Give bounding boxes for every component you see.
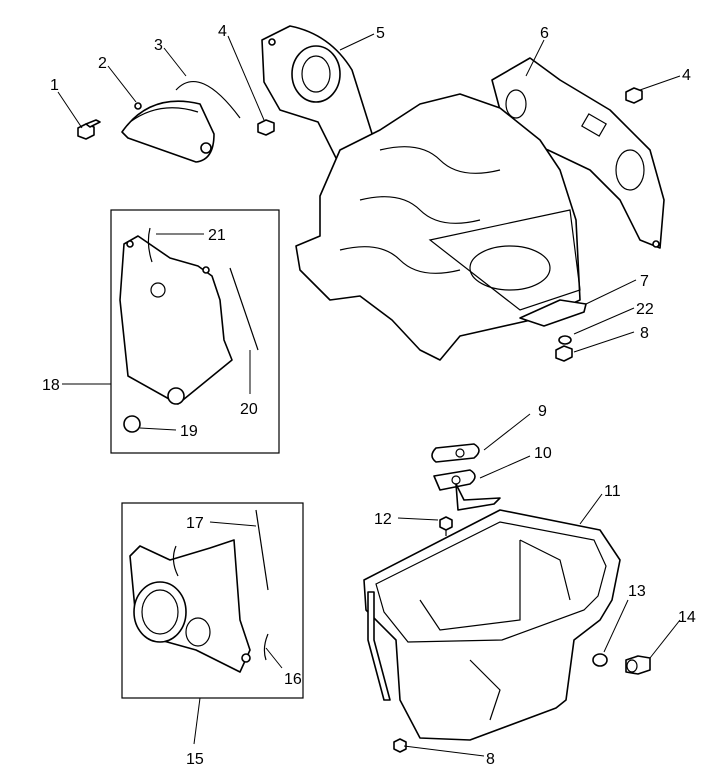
part-3-gasket — [175, 81, 241, 119]
label-11: 11 — [604, 483, 621, 500]
label-12: 12 — [374, 511, 392, 528]
part-12-bolt — [439, 516, 453, 536]
part-7-seal-plate — [519, 299, 587, 327]
label-2: 2 — [98, 55, 107, 72]
callout-labels: 1 2 3 4 5 6 4 7 22 8 21 18 20 19 9 10 11… — [42, 23, 696, 768]
label-5: 5 — [376, 25, 385, 42]
label-6: 6 — [540, 25, 549, 42]
part-11-oil-pan — [363, 509, 621, 741]
label-3: 3 — [154, 37, 163, 54]
label-18: 18 — [42, 377, 60, 394]
part-22-washer — [558, 335, 572, 345]
label-10: 10 — [534, 445, 552, 462]
label-21: 21 — [208, 227, 226, 244]
label-17: 17 — [186, 515, 204, 532]
part-14-drain-plug — [625, 655, 651, 675]
label-8-lower: 8 — [486, 751, 495, 768]
part-10-oil-strainer — [433, 469, 501, 511]
label-4-left: 4 — [218, 23, 227, 40]
part-1-bolt — [77, 119, 101, 140]
label-16: 16 — [284, 671, 302, 688]
label-15: 15 — [186, 751, 204, 768]
group-15-box — [121, 502, 304, 699]
label-9: 9 — [538, 403, 547, 420]
part-15-lower-timing-cover — [129, 539, 251, 673]
part-18-lower-cover — [119, 235, 233, 405]
label-19: 19 — [180, 423, 198, 440]
part-8-bolt-upper — [555, 345, 573, 362]
part-4-bolt-left — [257, 119, 275, 136]
part-16-clip-b — [172, 545, 179, 577]
label-8-upper: 8 — [640, 325, 649, 342]
part-8-bolt-lower — [393, 738, 407, 753]
label-13: 13 — [628, 583, 646, 600]
part-21-seal — [147, 227, 153, 263]
label-7: 7 — [640, 273, 649, 290]
label-20: 20 — [240, 401, 258, 418]
part-20-seal — [229, 267, 259, 351]
leader-lines — [57, 33, 681, 757]
part-9-gasket — [431, 443, 480, 463]
part-17-seal — [255, 509, 269, 591]
group-18-box — [110, 209, 280, 454]
part-4-bolt-right — [625, 87, 643, 104]
label-14: 14 — [678, 609, 696, 626]
part-2-upper-cover — [121, 100, 215, 163]
label-1: 1 — [50, 77, 59, 94]
part-13-o-ring — [592, 653, 608, 667]
label-22: 22 — [636, 301, 654, 318]
part-16-clip — [263, 633, 269, 661]
label-4-right: 4 — [682, 67, 691, 84]
part-19-plug — [123, 415, 141, 433]
